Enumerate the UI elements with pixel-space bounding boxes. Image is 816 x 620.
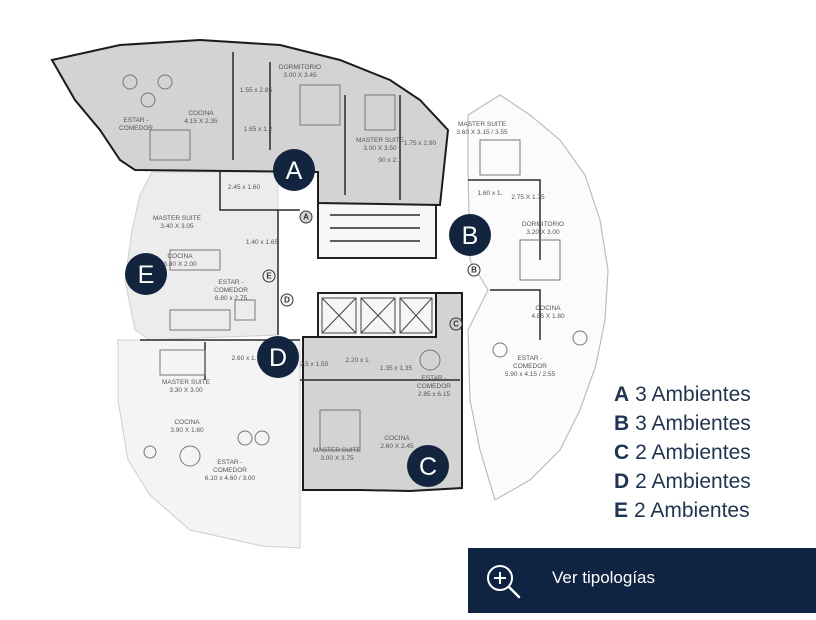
unit-marker-a-letter: A xyxy=(286,157,303,185)
unit-c-area[interactable] xyxy=(302,292,463,493)
room-label: 3.00 X 3.50 xyxy=(363,145,397,152)
room-label: COMEDOR xyxy=(513,363,547,370)
room-label: COMEDOR xyxy=(119,125,153,132)
room-label: 2.20 x 1. xyxy=(346,357,371,364)
room-label: 2.5 x 1.50 xyxy=(300,361,329,368)
legend-letter: E xyxy=(614,499,629,522)
room-label: MASTER SUITE xyxy=(162,379,211,386)
room-label: DORMITORIO xyxy=(279,64,321,71)
room-label: 2.75 X 1.75 xyxy=(511,194,545,201)
unit-marker-c-letter: C xyxy=(419,453,437,481)
legend-letter: C xyxy=(614,441,630,464)
room-label: 5.90 x 4.15 / 2.55 xyxy=(505,371,556,378)
room-label: MASTER SUITE xyxy=(313,447,362,454)
unit-marker-b[interactable]: B xyxy=(449,214,491,256)
unit-marker-e[interactable]: E xyxy=(125,253,167,295)
room-labels: ESTAR - COMEDOR COCINA 4.15 X 2.35 DORMI… xyxy=(119,64,565,482)
zoom-in-icon xyxy=(487,565,521,599)
room-label: COCINA xyxy=(188,110,214,117)
room-label: 1.60 x 1. xyxy=(478,190,503,197)
room-label: 6.80 x 2.75 xyxy=(215,295,248,302)
legend-label: 2 Ambientes xyxy=(634,499,750,522)
legend-letter: B xyxy=(614,412,630,435)
room-label: 3.40 X 3.05 xyxy=(160,223,194,230)
room-label: MASTER SUITE xyxy=(356,137,405,144)
room-label: ESTAR - xyxy=(218,279,243,286)
room-label: 90 x 2.1 xyxy=(378,157,402,164)
room-label: 4.15 X 2.35 xyxy=(184,118,218,125)
unit-marker-b-letter: B xyxy=(462,222,479,250)
room-label: 3.00 X 3.75 xyxy=(320,455,354,462)
room-label: 2.45 x 1.60 xyxy=(228,184,261,191)
furniture xyxy=(122,74,588,467)
room-label: COMEDOR xyxy=(417,383,451,390)
room-label: 6.10 x 4.60 / 3.00 xyxy=(205,475,256,482)
room-label: ESTAR - xyxy=(123,117,148,124)
door-marker-c: C xyxy=(453,320,459,329)
room-label: COCINA xyxy=(167,253,193,260)
room-label: 1.55 x 2.85 xyxy=(240,87,273,94)
room-label: 3.30 X 3.00 xyxy=(169,387,203,394)
room-label: COCINA xyxy=(535,305,561,312)
unit-d-area[interactable] xyxy=(117,339,301,549)
room-label: 1.35 x 1.35 xyxy=(380,365,413,372)
room-label: 3.20 X 3.00 xyxy=(526,229,560,236)
legend-label: 3 Ambientes xyxy=(635,383,751,406)
room-label: ESTAR - xyxy=(517,355,542,362)
room-label: 2.85 x 6.15 xyxy=(418,391,451,398)
unit-marker-d[interactable]: D xyxy=(257,336,299,378)
ver-tipologias-label: Ver tipologías xyxy=(552,568,656,587)
room-label: 2.60 x 1. xyxy=(232,355,257,362)
ver-tipologias-button[interactable]: Ver tipologías xyxy=(468,548,816,613)
door-marker-d: D xyxy=(284,296,290,305)
door-marker-b: B xyxy=(471,266,477,275)
room-label: COMEDOR xyxy=(214,287,248,294)
unit-marker-e-letter: E xyxy=(138,261,155,289)
legend-label: 2 Ambientes xyxy=(635,470,751,493)
door-markers: A B C D E xyxy=(262,210,481,331)
elevator-shafts xyxy=(321,297,433,334)
room-label: COCINA xyxy=(174,419,200,426)
unit-b-area[interactable] xyxy=(467,94,609,501)
legend-letter: A xyxy=(614,383,630,406)
room-label: 2.60 X 2.45 xyxy=(380,443,414,450)
room-label: 3.60 X 3.15 / 3.55 xyxy=(456,129,508,136)
room-label: 1.75 x 2.90 xyxy=(404,140,437,147)
room-label: 3.00 X 3.45 xyxy=(283,72,317,79)
room-label: COCINA xyxy=(384,435,410,442)
room-label: 4.85 X 1.80 xyxy=(531,313,565,320)
unit-a-area[interactable] xyxy=(50,38,450,207)
room-label: COMEDOR xyxy=(213,467,247,474)
legend-label: 2 Ambientes xyxy=(635,441,751,464)
door-marker-a: A xyxy=(303,213,309,222)
room-label: DORMITORIO xyxy=(522,221,564,228)
room-label: ESTAR - xyxy=(421,375,446,382)
room-label: MASTER SUITE xyxy=(458,121,507,128)
unit-marker-a[interactable]: A xyxy=(273,149,315,191)
legend-letter: D xyxy=(614,470,630,493)
room-label: 3.80 X 2.00 xyxy=(163,261,197,268)
room-label: ESTAR - xyxy=(217,459,242,466)
door-marker-e: E xyxy=(266,272,272,281)
legend-label: 3 Ambientes xyxy=(635,412,751,435)
room-label: MASTER SUITE xyxy=(153,215,202,222)
unit-marker-d-letter: D xyxy=(269,344,287,372)
room-label: 1.40 x 1.65 xyxy=(246,239,279,246)
room-label: 1.65 x 1.2 xyxy=(244,126,273,133)
core-area xyxy=(317,202,437,259)
unit-marker-c[interactable]: C xyxy=(407,445,449,487)
room-label: 3.90 X 1.60 xyxy=(170,427,204,434)
